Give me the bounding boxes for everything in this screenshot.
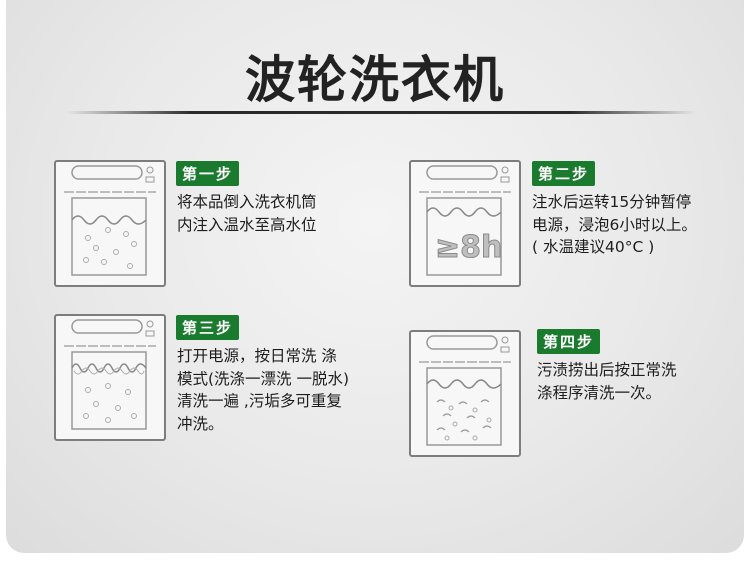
washer-illustration-step4 — [409, 330, 521, 457]
washer-illustration-step1 — [54, 160, 166, 287]
title-underline — [66, 111, 696, 114]
washer-illustration-step3 — [54, 314, 166, 441]
page-title: 波轮洗衣机 — [245, 51, 505, 109]
step-text-1: 将本品倒入洗衣机筒 内注入温水至高水位 — [177, 193, 317, 234]
step-text-4: 污渍捞出后按正常洗 涤程序清洗一次。 — [537, 361, 677, 402]
step-text-3: 打开电源，按日常洗 涤 模式(洗涤一漂洗 一脱水) 清洗一遍 ,污垢多可重复 冲… — [177, 347, 350, 433]
step-badge-2: 第二步 — [532, 161, 596, 186]
background-card: 波轮洗衣机 第一步 将本品倒入洗衣机筒 内注入温水至高水位 — [6, 0, 744, 553]
step-badge-1: 第一步 — [176, 161, 240, 186]
step-badge-4: 第四步 — [537, 329, 601, 354]
step-text-2: 注水后运转15分钟暂停 电源，浸泡6小时以上。 ( 水温建议40°C ) — [532, 193, 697, 256]
soak-duration-label: ≥8h — [434, 230, 503, 266]
step-badge-3: 第三步 — [176, 315, 240, 340]
washer-illustration-step2: ≥8h — [409, 160, 521, 287]
